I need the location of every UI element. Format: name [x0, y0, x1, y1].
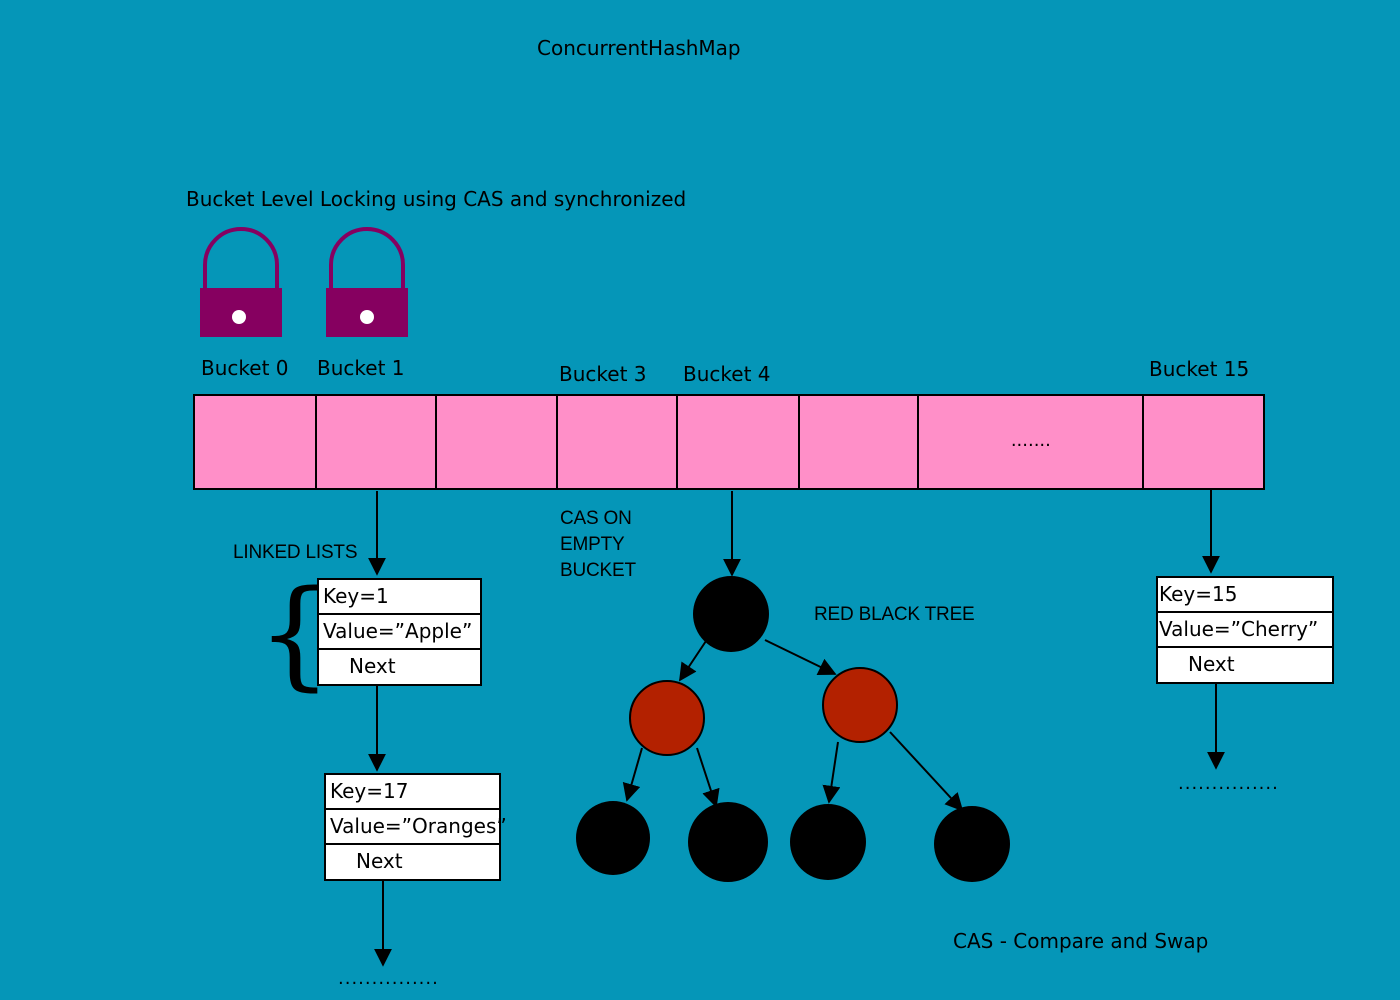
tree-node-black [576, 801, 650, 875]
node-next: Next [1188, 652, 1235, 676]
tree-edge [822, 741, 841, 804]
node-key: Key=1 [319, 580, 480, 615]
bucket-cell [558, 396, 679, 488]
tree-edge [696, 747, 720, 808]
bucket-cell [195, 396, 317, 488]
tree-node-black [688, 802, 768, 882]
list-node-key-17: Key=17 Value=”Oranges” Next [324, 773, 507, 881]
bucket-cell [1144, 396, 1263, 488]
node-value: Value=”Apple” [319, 615, 480, 650]
tree-edge [679, 637, 709, 682]
tree-node-red [822, 667, 898, 743]
bucket-cell [800, 396, 920, 488]
bucket-array: ....... [193, 394, 1265, 490]
cas-definition: CAS - Compare and Swap [953, 929, 1209, 953]
list-node-key-15: Key=15 Value=”Cherry” Next [1156, 576, 1334, 684]
cas-empty-bucket-line-2: EMPTY [560, 534, 625, 555]
bucket-cell-ellipsis: ....... [919, 396, 1145, 488]
linked-lists-label: LINKED LISTS [233, 542, 358, 563]
node-key: Key=15 [1158, 578, 1332, 613]
tree-node-black [790, 804, 866, 880]
bucket-label-3: Bucket 3 [559, 362, 647, 386]
tree-node-black [934, 806, 1010, 882]
padlock-icon [326, 227, 408, 337]
red-black-tree-label: RED BLACK TREE [814, 604, 975, 625]
bucket-label-15: Bucket 15 [1149, 357, 1250, 381]
bucket-cell [678, 396, 800, 488]
bucket-label-4: Bucket 4 [683, 362, 771, 386]
node-value: Value=”Cherry” [1158, 613, 1332, 648]
bucket-label-1: Bucket 1 [317, 356, 405, 380]
list-continuation-dots: ............... [338, 968, 439, 989]
node-value: Value=”Oranges” [326, 810, 507, 845]
cas-empty-bucket-line-3: BUCKET [560, 560, 636, 581]
locking-caption: Bucket Level Locking using CAS and synch… [186, 187, 687, 211]
tree-edge [889, 731, 964, 812]
node-next: Next [356, 849, 403, 873]
list-node-key-1: Key=1 Value=”Apple” Next [317, 578, 482, 686]
tree-node-black [693, 576, 769, 652]
bucket-cell [317, 396, 438, 488]
bucket-cell [437, 396, 558, 488]
node-key: Key=17 [326, 775, 499, 810]
diagram-title: ConcurrentHashMap [537, 36, 741, 60]
tree-edge [764, 639, 837, 676]
list-continuation-dots: ............... [1178, 773, 1279, 794]
tree-edge [622, 747, 643, 802]
array-ellipsis: ....... [1010, 429, 1051, 451]
bucket-label-0: Bucket 0 [201, 356, 289, 380]
cas-empty-bucket-line-1: CAS ON [560, 508, 632, 529]
tree-node-red [629, 680, 705, 756]
padlock-icon [200, 227, 282, 337]
node-next: Next [349, 654, 396, 678]
